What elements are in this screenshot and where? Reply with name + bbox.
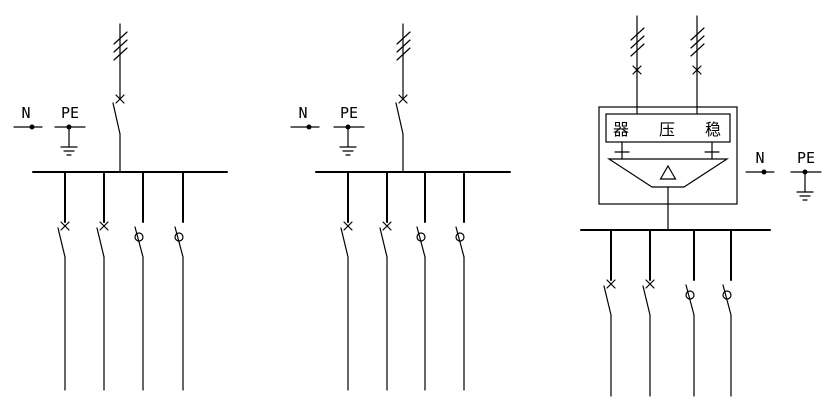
breaker-switch-icon — [57, 171, 70, 258]
breaker-switch-icon — [96, 171, 109, 258]
fuse-switch-icon — [685, 229, 695, 316]
feeder-4 — [722, 229, 732, 397]
fuse-switch-icon — [722, 229, 732, 316]
earth-ground-icon — [790, 168, 822, 201]
neutral-point-icon — [13, 123, 43, 131]
regulator-label-box — [605, 113, 731, 143]
voltage-regulator-unit: 器压稳 — [598, 106, 751, 205]
pe-label: PE — [61, 104, 79, 122]
panel-diagram-middle: N PE — [290, 23, 511, 391]
neutral-label: N — [21, 104, 30, 122]
feeder-3 — [685, 229, 695, 397]
feeder-3 — [416, 171, 426, 391]
breaker-cross-icon — [692, 65, 702, 75]
breaker-switch-icon — [340, 171, 353, 258]
feeder-4 — [455, 171, 465, 391]
fuse-switch-icon — [455, 171, 465, 258]
earth-ground-icon — [333, 123, 365, 156]
delta-winding-icon — [659, 164, 677, 180]
phase-slash-icon — [690, 35, 705, 49]
breaker-switch-icon — [642, 229, 655, 316]
feeder-1 — [340, 171, 353, 391]
pe-label: PE — [340, 104, 358, 122]
feeder-2 — [642, 229, 655, 397]
phase-slash-icon — [690, 27, 705, 41]
feeder-2 — [96, 171, 109, 391]
neutral-label: N — [298, 104, 307, 122]
feeder-1 — [603, 229, 616, 397]
incoming-feeder-icon — [395, 23, 411, 173]
fuse-switch-icon — [416, 171, 426, 258]
neutral-label: N — [755, 149, 764, 167]
neutral-point-icon — [745, 168, 775, 176]
breaker-switch-icon — [603, 229, 616, 316]
phase-slash-icon — [630, 35, 645, 49]
neutral-point-icon — [290, 123, 320, 131]
feeder-4 — [174, 171, 184, 391]
incoming-feeder-b — [690, 15, 705, 115]
incoming-feeder-icon — [112, 23, 128, 173]
panel-diagram-right: 器压稳 N PE — [580, 15, 822, 397]
panel-diagram-left: N PE — [13, 23, 228, 391]
phase-slash-icon — [630, 27, 645, 41]
fuse-switch-icon — [134, 171, 144, 258]
feeder-3 — [134, 171, 144, 391]
earth-ground-icon — [54, 123, 86, 156]
pe-label: PE — [797, 149, 815, 167]
regulator-label: 器压稳 — [613, 120, 751, 139]
phase-slash-icon — [690, 43, 705, 57]
fuse-switch-icon — [174, 171, 184, 258]
phase-slash-icon — [630, 43, 645, 57]
feeder-1 — [57, 171, 70, 391]
transformer-winding-icon — [606, 158, 730, 188]
breaker-switch-icon — [379, 171, 392, 258]
breaker-cross-icon — [632, 65, 642, 75]
feeder-2 — [379, 171, 392, 391]
incoming-feeder-a — [630, 15, 645, 115]
